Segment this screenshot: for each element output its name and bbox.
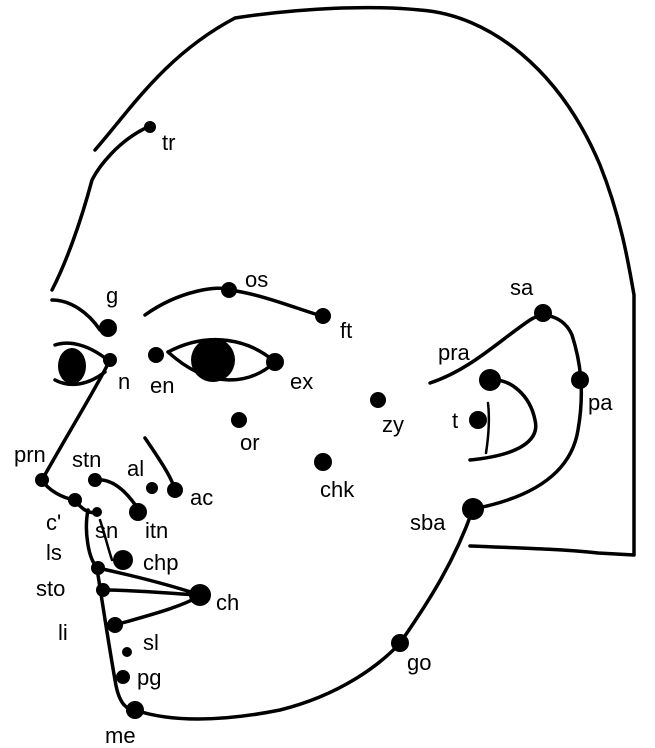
landmark-label-ex: ex xyxy=(290,369,313,394)
landmark-label-ac: ac xyxy=(190,485,213,510)
landmark-point-stn xyxy=(88,473,102,487)
brow-ridge xyxy=(52,300,100,330)
landmark-point-t xyxy=(469,411,487,429)
ala-line xyxy=(145,438,175,490)
landmark-point-ft xyxy=(315,308,331,324)
landmark-point-chp xyxy=(113,550,133,570)
landmark-point-me xyxy=(126,701,144,719)
landmark-label-n: n xyxy=(118,369,130,394)
landmark-label-al: al xyxy=(127,456,144,481)
landmark-point-ls xyxy=(91,561,105,575)
landmark-label-sn: sn xyxy=(95,518,118,543)
landmark-label-itn: itn xyxy=(145,518,168,543)
landmark-label-sto: sto xyxy=(36,576,65,601)
jaw-line xyxy=(135,509,473,719)
landmark-point-sn xyxy=(92,507,102,517)
landmark-point-sba xyxy=(462,498,484,520)
landmark-label-ft: ft xyxy=(340,318,352,343)
far-iris-dot xyxy=(58,348,86,384)
landmark-label-sl: sl xyxy=(143,630,159,655)
face-outline xyxy=(42,8,634,719)
landmark-label-ls: ls xyxy=(46,540,62,565)
landmark-point-c_prime xyxy=(68,493,82,507)
landmark-label-ch: ch xyxy=(216,590,239,615)
forehead-profile xyxy=(52,126,150,290)
iris-dot xyxy=(191,338,235,382)
landmark-label-pg: pg xyxy=(137,665,161,690)
landmark-label-stn: stn xyxy=(72,447,101,472)
landmark-label-g: g xyxy=(106,283,118,308)
landmark-point-zy xyxy=(370,392,386,408)
landmark-point-al xyxy=(146,482,158,494)
landmark-point-pa xyxy=(571,371,589,389)
landmark-label-chp: chp xyxy=(143,550,178,575)
landmark-label-li: li xyxy=(58,620,68,645)
landmark-point-tr xyxy=(144,121,156,133)
landmark-label-zy: zy xyxy=(382,412,404,437)
landmark-point-sl xyxy=(122,647,132,657)
landmark-label-prn: prn xyxy=(14,442,46,467)
lip-lower-bottom xyxy=(115,596,200,625)
landmark-label-sa: sa xyxy=(510,275,534,300)
landmark-point-sa xyxy=(534,304,552,322)
landmark-point-sto xyxy=(96,583,110,597)
landmark-point-g xyxy=(99,319,117,337)
landmark-label-t: t xyxy=(452,408,458,433)
ear-canal xyxy=(486,403,489,453)
landmark-point-ch xyxy=(189,584,211,606)
landmark-point-pra xyxy=(479,369,501,391)
landmark-point-en xyxy=(148,347,164,363)
landmark-label-sba: sba xyxy=(410,510,446,535)
landmark-label-c_prime: c' xyxy=(46,510,61,535)
landmark-label-pra: pra xyxy=(438,340,471,365)
landmark-point-pg xyxy=(116,670,130,684)
landmark-point-li xyxy=(107,617,123,633)
landmark-point-n xyxy=(103,353,117,367)
landmark-label-en: en xyxy=(150,373,174,398)
landmark-label-os: os xyxy=(245,267,268,292)
landmark-point-os xyxy=(221,282,237,298)
landmark-label-pa: pa xyxy=(588,390,613,415)
landmark-label-tr: tr xyxy=(162,130,175,155)
landmark-label-me: me xyxy=(105,723,136,748)
landmark-point-ex xyxy=(266,353,284,371)
landmark-label-go: go xyxy=(407,650,431,675)
landmark-point-or xyxy=(231,412,247,428)
landmark-point-chk xyxy=(314,453,332,471)
landmark-label-or: or xyxy=(240,430,260,455)
landmark-point-ac xyxy=(167,482,183,498)
landmark-point-prn xyxy=(35,473,49,487)
landmark-label-chk: chk xyxy=(320,477,355,502)
